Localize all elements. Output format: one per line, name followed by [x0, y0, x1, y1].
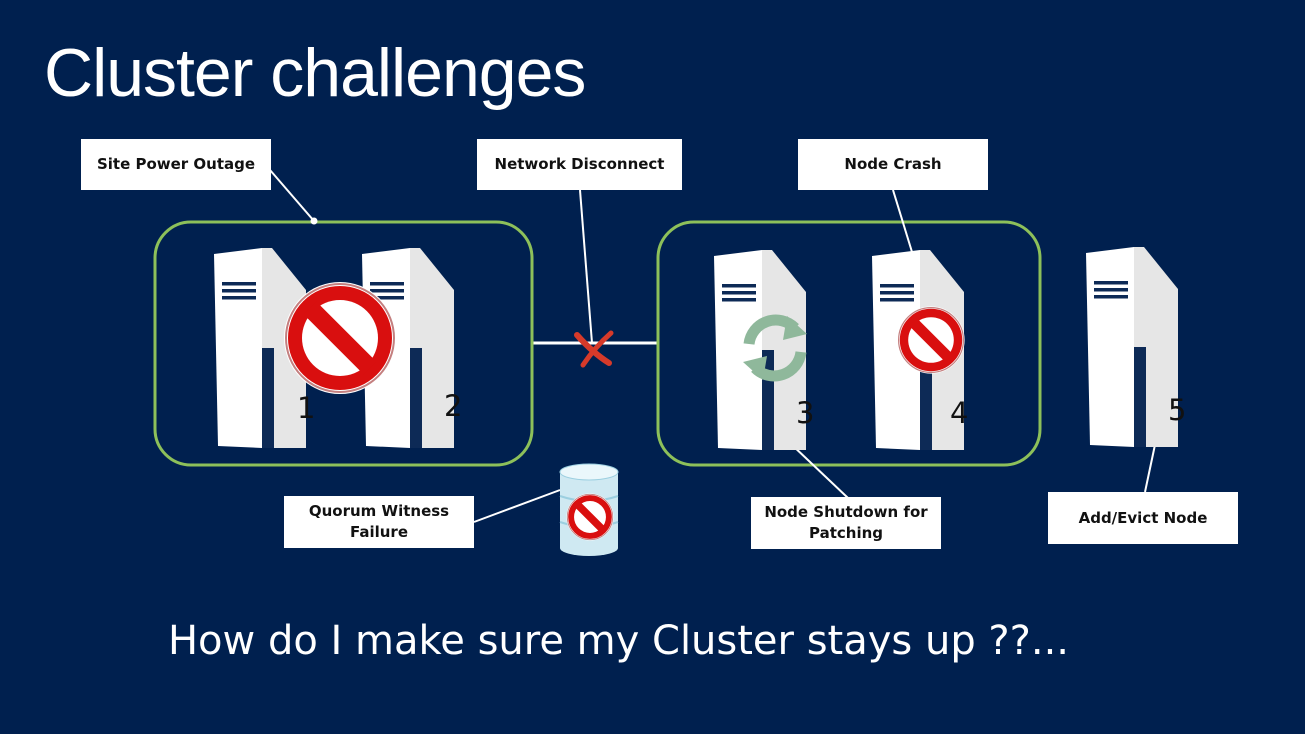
callout-quorum-witness-failure: Quorum Witness Failure [284, 496, 474, 548]
closing-question: How do I make sure my Cluster stays up ?… [167, 618, 1070, 664]
prohibit-icon [567, 494, 612, 539]
node-label-2: 2 [444, 389, 462, 423]
sync-icon [743, 314, 807, 382]
callout-site-power-outage: Site Power Outage [81, 139, 271, 190]
server-3-icon [714, 250, 806, 450]
server-5-icon [1086, 247, 1178, 447]
site-a-group [153, 220, 534, 467]
pointer-node-crash [892, 189, 913, 253]
disconnect-x-icon [574, 330, 614, 368]
pointer-quorum [473, 489, 561, 523]
prohibit-icon [286, 284, 394, 392]
pointer-network [579, 189, 593, 344]
prohibit-icon [899, 308, 964, 373]
node-label-5: 5 [1168, 393, 1186, 427]
node-label-3: 3 [796, 396, 814, 430]
callout-node-crash: Node Crash [798, 139, 988, 190]
pointer-shutdown [789, 442, 849, 499]
pointer-site-power [269, 169, 315, 222]
pointer-dot [310, 217, 318, 225]
node-label-4: 4 [950, 396, 968, 430]
pointer-add-evict [1144, 439, 1157, 493]
callout-network-disconnect: Network Disconnect [477, 139, 682, 190]
slide-title: Cluster challenges [44, 35, 586, 111]
callout-node-shutdown: Node Shutdown for Patching [751, 497, 941, 549]
callout-add-evict-node: Add/Evict Node [1048, 492, 1238, 544]
site-b-group [656, 220, 1042, 467]
node-label-1: 1 [297, 391, 315, 425]
